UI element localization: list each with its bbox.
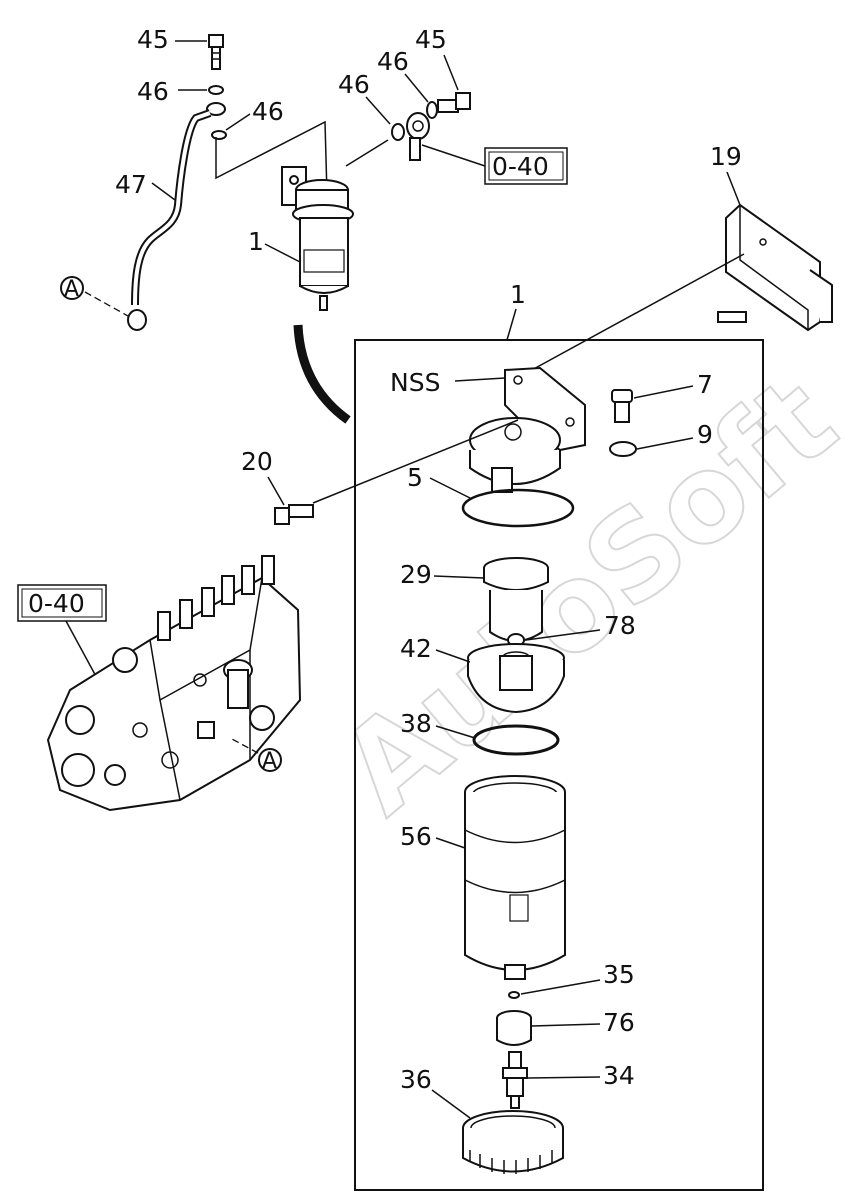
label-1: 1 (510, 280, 526, 309)
label-34: 34 (603, 1061, 635, 1090)
washer-46-fitting (391, 123, 405, 141)
svg-text:0-40: 0-40 (492, 152, 549, 181)
pipe-eye-top (206, 102, 226, 116)
svg-text:A: A (262, 749, 277, 774)
svg-text:A: A (64, 277, 79, 302)
label-45: 45 (415, 25, 447, 54)
label-78: 78 (604, 611, 636, 640)
label-47: 47 (115, 170, 147, 199)
ring-nut-36 (462, 1110, 564, 1174)
label-76: 76 (603, 1008, 635, 1037)
washer-46-pipe (211, 130, 227, 140)
svg-text:0-40: 0-40 (28, 589, 85, 618)
part-76 (496, 1010, 532, 1046)
bolt-45-top-left (208, 34, 224, 70)
drain-plug-34 (502, 1051, 528, 1109)
bolt-7 (611, 389, 633, 423)
label-7: 7 (697, 370, 713, 399)
label-36: 36 (400, 1065, 432, 1094)
label-46: 46 (252, 97, 284, 126)
bolt-45-right (437, 92, 471, 113)
label-9: 9 (697, 420, 713, 449)
label-45: 45 (137, 25, 169, 54)
pipe-eye-bottom (127, 309, 147, 331)
label-46: 46 (137, 77, 169, 106)
assembly-leader (215, 120, 328, 196)
detail-frame (354, 339, 764, 1191)
label-19: 19 (710, 142, 742, 171)
filter-element-56 (464, 775, 566, 980)
connector-a-bottom: A (229, 737, 282, 774)
banjo-fitting (406, 112, 430, 161)
bracket-leader (518, 253, 745, 378)
o-ring-38 (472, 724, 560, 756)
label-46: 46 (338, 70, 370, 99)
cup-42 (467, 643, 565, 714)
bolt-20 (274, 504, 314, 525)
bolt-20-leader (312, 419, 519, 504)
connector-a-top: A (60, 276, 129, 317)
part-35 (508, 991, 520, 999)
filter-head (469, 366, 586, 493)
bracket-19 (717, 203, 833, 332)
reference-box-left: 0-40 (17, 584, 107, 622)
label-20: 20 (241, 447, 273, 476)
label-56: 56 (400, 822, 432, 851)
label-38: 38 (400, 709, 432, 738)
label-42: 42 (400, 634, 432, 663)
element-29 (483, 557, 549, 642)
injection-pump (46, 555, 302, 812)
fuel-pipe-47 (131, 109, 212, 306)
label-35: 35 (603, 960, 635, 989)
detail-arrow (293, 324, 351, 424)
washer-46-top-left (208, 85, 224, 95)
washer-9 (609, 441, 637, 457)
o-ring-5 (461, 488, 575, 528)
filter-assembly-small (281, 166, 354, 311)
reference-box-top: 0-40 (484, 147, 568, 185)
washer-46-right (426, 101, 438, 119)
watermark: AutoSoft (315, 351, 857, 841)
label-29: 29 (400, 560, 432, 589)
label-5: 5 (407, 463, 423, 492)
label-1: 1 (248, 227, 264, 256)
label-46: 46 (377, 47, 409, 76)
label-nss: NSS (390, 368, 440, 397)
